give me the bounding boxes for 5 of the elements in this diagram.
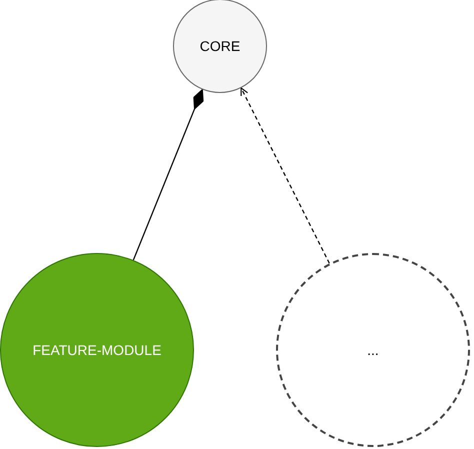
node-label: FEATURE-MODULE xyxy=(32,341,162,360)
node-label: CORE xyxy=(200,37,240,56)
node-label: ... xyxy=(367,341,379,360)
connector xyxy=(240,87,330,264)
connector xyxy=(132,89,204,260)
